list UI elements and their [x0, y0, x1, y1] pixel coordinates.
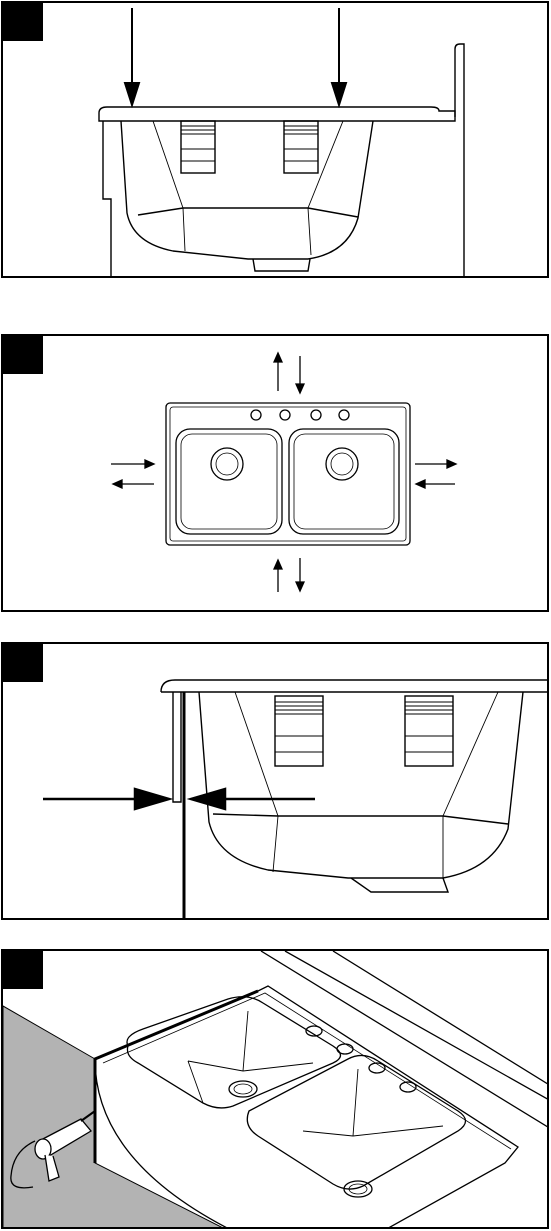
step-2-illustration: [3, 336, 549, 612]
left-drain: [229, 1081, 257, 1097]
step-1-panel: [1, 1, 549, 278]
backsplash-edge: [261, 951, 549, 1129]
countertop-edge: [103, 121, 111, 278]
sink-rim: [99, 107, 455, 121]
step-4-panel: [1, 949, 549, 1229]
left-basin: [176, 429, 282, 534]
left-basin: [127, 997, 341, 1108]
right-basin: [247, 1055, 465, 1189]
step-4-illustration: [3, 951, 549, 1229]
step-3-panel: [1, 642, 549, 920]
sink-rim: [95, 986, 518, 1229]
faucet-hole: [251, 410, 261, 420]
faucet-hole: [337, 1044, 353, 1054]
faucet-hole: [311, 410, 321, 420]
centering-arrows: [111, 353, 456, 592]
step-4-badge: [3, 951, 43, 989]
step-2-panel: [1, 334, 549, 612]
sink-drain: [351, 878, 448, 892]
sink-drain: [253, 259, 310, 271]
countertop-surface: [3, 1006, 229, 1229]
sink-bowl: [121, 121, 373, 259]
sink-top-view: [166, 403, 410, 545]
sink-bowl: [199, 692, 523, 878]
sink-rim: [161, 680, 549, 692]
right-basin: [289, 429, 399, 534]
press-down-arrows: [125, 8, 346, 105]
rim-lip: [173, 692, 181, 802]
step-1-illustration: [3, 3, 549, 278]
step-3-illustration: [3, 644, 549, 920]
faucet-hole: [339, 410, 349, 420]
backsplash-wall: [455, 44, 464, 278]
faucet-hole: [280, 410, 290, 420]
